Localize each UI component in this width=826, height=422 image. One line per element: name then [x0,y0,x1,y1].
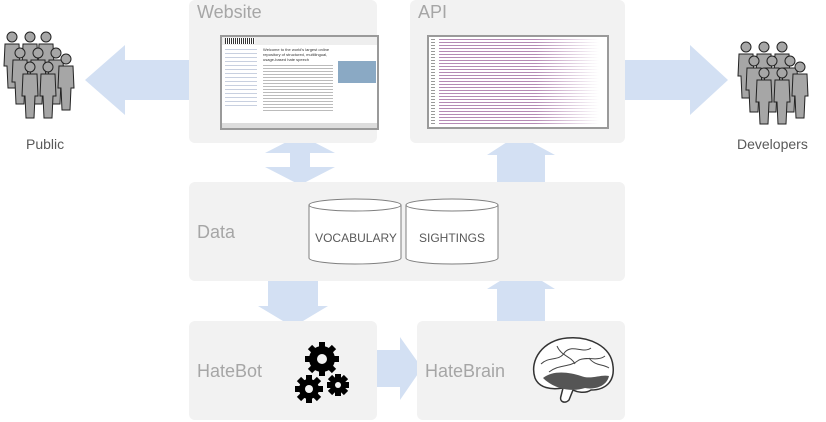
website-screenshot: Welcome to the world's largest online re… [220,35,379,130]
arrow-website-data-bidirectional [265,135,335,185]
arrow-hatebrain-to-data [487,268,555,321]
api-node: API [410,0,625,143]
developers-label: Developers [737,136,808,152]
gears-icon [295,342,349,403]
data-title: Data [197,222,236,242]
public-label: Public [26,136,65,152]
sightings-label: SIGHTINGS [418,231,485,245]
arrow-data-to-hatebot [258,281,328,327]
developers-people-group-icon [737,41,809,125]
api-title: API [418,2,448,22]
website-screenshot-headline: Welcome to the world's largest online re… [263,47,330,62]
vocabulary-cylinder [308,198,402,265]
arrow-api-to-developers [625,45,728,115]
hatebot-node: HateBot [189,321,377,420]
hatebrain-title: HateBrain [425,361,506,381]
public-people-group-icon [3,31,75,119]
brain-icon [532,337,614,403]
arrow-data-to-api [487,135,555,182]
website-title: Website [197,2,262,22]
arrow-hatebot-to-hatebrain [377,337,422,400]
arrow-website-to-public [85,45,189,115]
hatebot-title: HateBot [197,361,263,381]
sightings-cylinder [405,198,499,265]
vocabulary-label: VOCABULARY [315,231,397,245]
data-node: Data [189,182,625,281]
website-node: Website Welcome to the world's largest o… [189,0,379,143]
hatebrain-node: HateBrain [417,321,625,420]
api-xml-screenshot [427,35,609,129]
